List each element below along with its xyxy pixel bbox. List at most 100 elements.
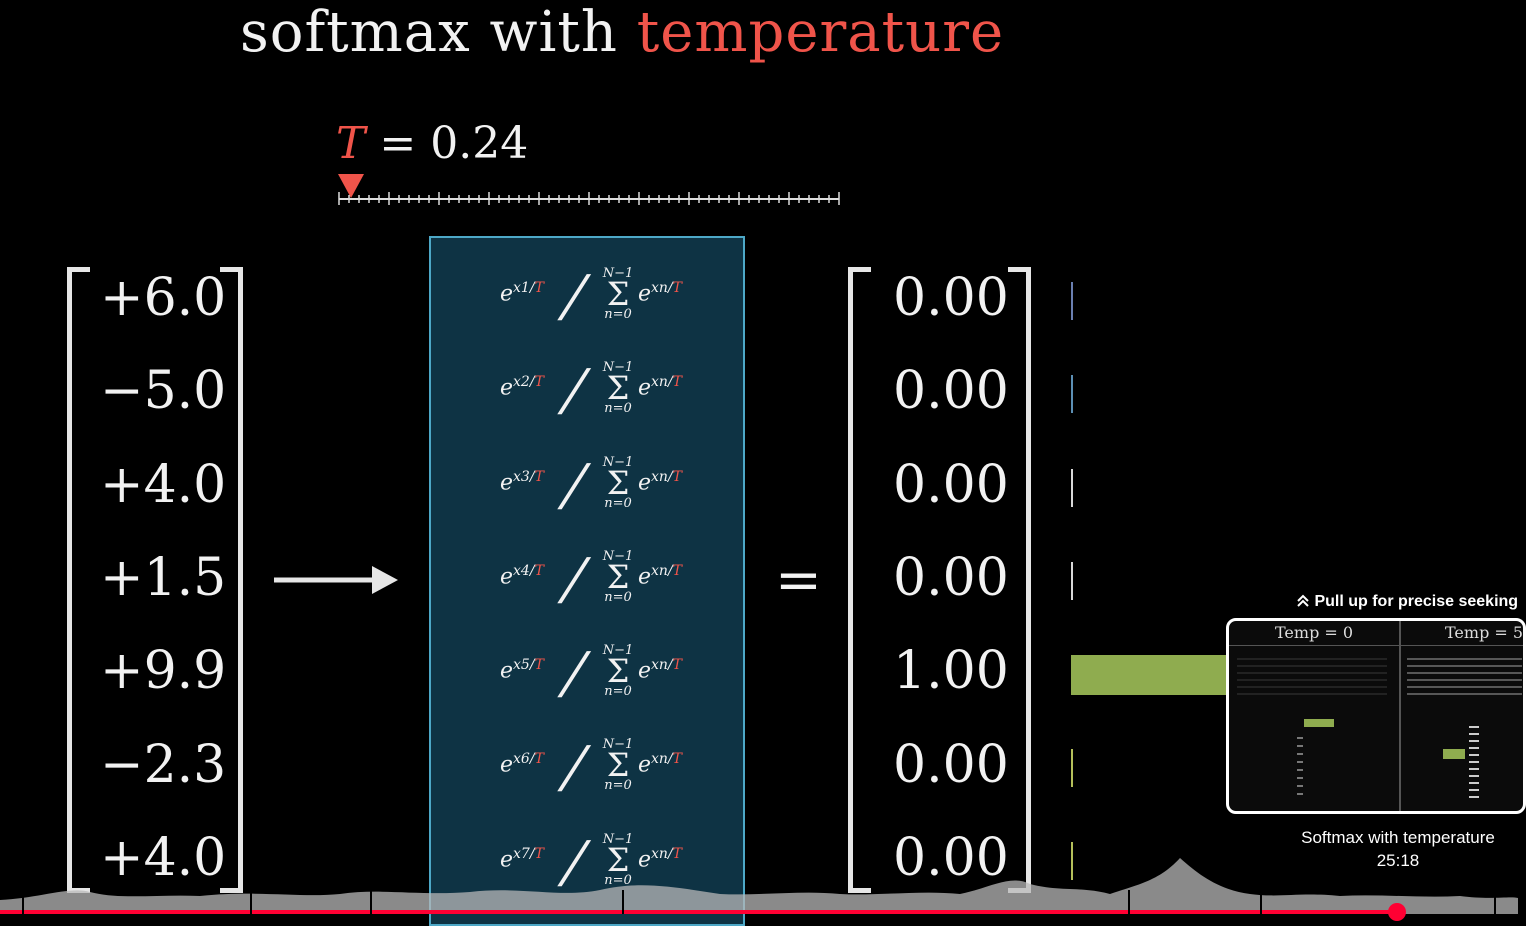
- input-value: +4.0: [100, 828, 227, 888]
- chevron-double-up-icon: [1296, 593, 1314, 610]
- input-value: +1.5: [100, 548, 227, 608]
- formula-denominator-term: exn/T: [638, 374, 683, 401]
- exp-base: e: [638, 281, 652, 307]
- division-slash: /: [554, 641, 595, 706]
- input-left-bracket: [67, 267, 90, 893]
- slide-title: softmax with temperature: [240, 0, 1004, 65]
- exp-base: e: [500, 375, 514, 401]
- sum-upper: N−1: [602, 549, 634, 564]
- formula-numerator: ex3/T: [500, 469, 544, 496]
- formula-denominator-term: exn/T: [638, 846, 683, 873]
- thumb-divider: [1399, 621, 1401, 811]
- exp-base: e: [638, 658, 652, 684]
- output-probability: 0.00: [893, 268, 1009, 328]
- sum-upper: N−1: [602, 643, 634, 658]
- division-slash: /: [554, 358, 595, 423]
- sum-lower: n=0: [604, 590, 632, 605]
- input-right-bracket: [220, 267, 243, 893]
- exp-var: xn: [651, 751, 668, 767]
- sum-lower: n=0: [604, 496, 632, 511]
- equals-sign: =: [775, 548, 822, 613]
- input-value: −2.3: [100, 735, 227, 795]
- exp-temp: T: [534, 846, 544, 862]
- formula-denominator-term: exn/T: [638, 657, 683, 684]
- exp-var: x1: [513, 280, 530, 296]
- exp-var: x6: [513, 751, 530, 767]
- exp-base: e: [638, 564, 652, 590]
- formula-denominator-term: exn/T: [638, 563, 683, 590]
- division-slash: /: [554, 453, 595, 518]
- chapter-dividers: [22, 890, 1496, 914]
- input-value: −5.0: [100, 361, 227, 421]
- exp-var: x3: [513, 469, 530, 485]
- thumb-left-text: [1237, 653, 1387, 697]
- progress-scrubber-handle[interactable]: [1388, 903, 1406, 921]
- sum-lower: n=0: [604, 307, 632, 322]
- sigma-symbol: Σ: [606, 841, 630, 879]
- exp-var: xn: [651, 657, 668, 673]
- thumb-chapter-title: Softmax with temperature: [1301, 828, 1495, 847]
- right-arrow-icon: [274, 566, 398, 594]
- sum-upper: N−1: [602, 266, 634, 281]
- exp-var: xn: [651, 374, 668, 390]
- thumb-left-list: [1297, 731, 1303, 799]
- exp-var: xn: [651, 846, 668, 862]
- thumb-timestamp: 25:18: [1376, 851, 1420, 870]
- thumb-right-bar: [1443, 749, 1465, 759]
- sum-lower: n=0: [604, 401, 632, 416]
- probability-bar: [1071, 655, 1231, 695]
- sigma-symbol: Σ: [606, 275, 630, 313]
- exp-temp: T: [534, 563, 544, 579]
- thumb-right-text: [1407, 653, 1522, 697]
- exp-temp: T: [534, 657, 544, 673]
- input-value: +6.0: [100, 268, 227, 328]
- exp-base: e: [638, 375, 652, 401]
- slider-marker-icon[interactable]: [338, 174, 364, 198]
- formula-numerator: ex7/T: [500, 846, 544, 873]
- division-slash: /: [554, 547, 595, 612]
- thumb-left-label: Temp = 0: [1275, 623, 1354, 642]
- exp-base: e: [638, 752, 652, 778]
- sigma-symbol: Σ: [606, 558, 630, 596]
- sum-lower: n=0: [604, 684, 632, 699]
- exp-temp: T: [672, 751, 683, 767]
- sigma-symbol: Σ: [606, 369, 630, 407]
- exp-base: e: [500, 281, 514, 307]
- output-probability: 1.00: [893, 641, 1009, 701]
- probability-bar: [1071, 562, 1073, 600]
- temperature-slider[interactable]: [330, 170, 850, 215]
- seek-thumbnail-preview[interactable]: Temp = 0 Temp = 5: [1226, 618, 1526, 814]
- exp-var: xn: [651, 563, 668, 579]
- input-value: +4.0: [100, 455, 227, 515]
- formula-numerator: ex4/T: [500, 563, 544, 590]
- thumb-right-label: Temp = 5: [1445, 623, 1524, 642]
- exp-temp: T: [672, 374, 683, 390]
- formula-numerator: ex6/T: [500, 751, 544, 778]
- sum-upper: N−1: [602, 737, 634, 752]
- exp-var: xn: [651, 280, 668, 296]
- exp-var: xn: [651, 469, 668, 485]
- input-value: +9.9: [100, 641, 227, 701]
- thumb-right-list: [1469, 721, 1479, 799]
- sum-lower: n=0: [604, 778, 632, 793]
- exp-var: x5: [513, 657, 530, 673]
- title-highlight: temperature: [636, 0, 1005, 65]
- exp-temp: T: [672, 846, 683, 862]
- division-slash: /: [554, 735, 595, 800]
- exp-temp: T: [534, 374, 544, 390]
- output-right-bracket: [1008, 267, 1031, 893]
- exp-temp: T: [534, 469, 544, 485]
- exp-var: x7: [513, 846, 530, 862]
- probability-bar: [1071, 375, 1073, 413]
- seek-heatmap[interactable]: [0, 850, 1518, 921]
- sigma-symbol: Σ: [606, 464, 630, 502]
